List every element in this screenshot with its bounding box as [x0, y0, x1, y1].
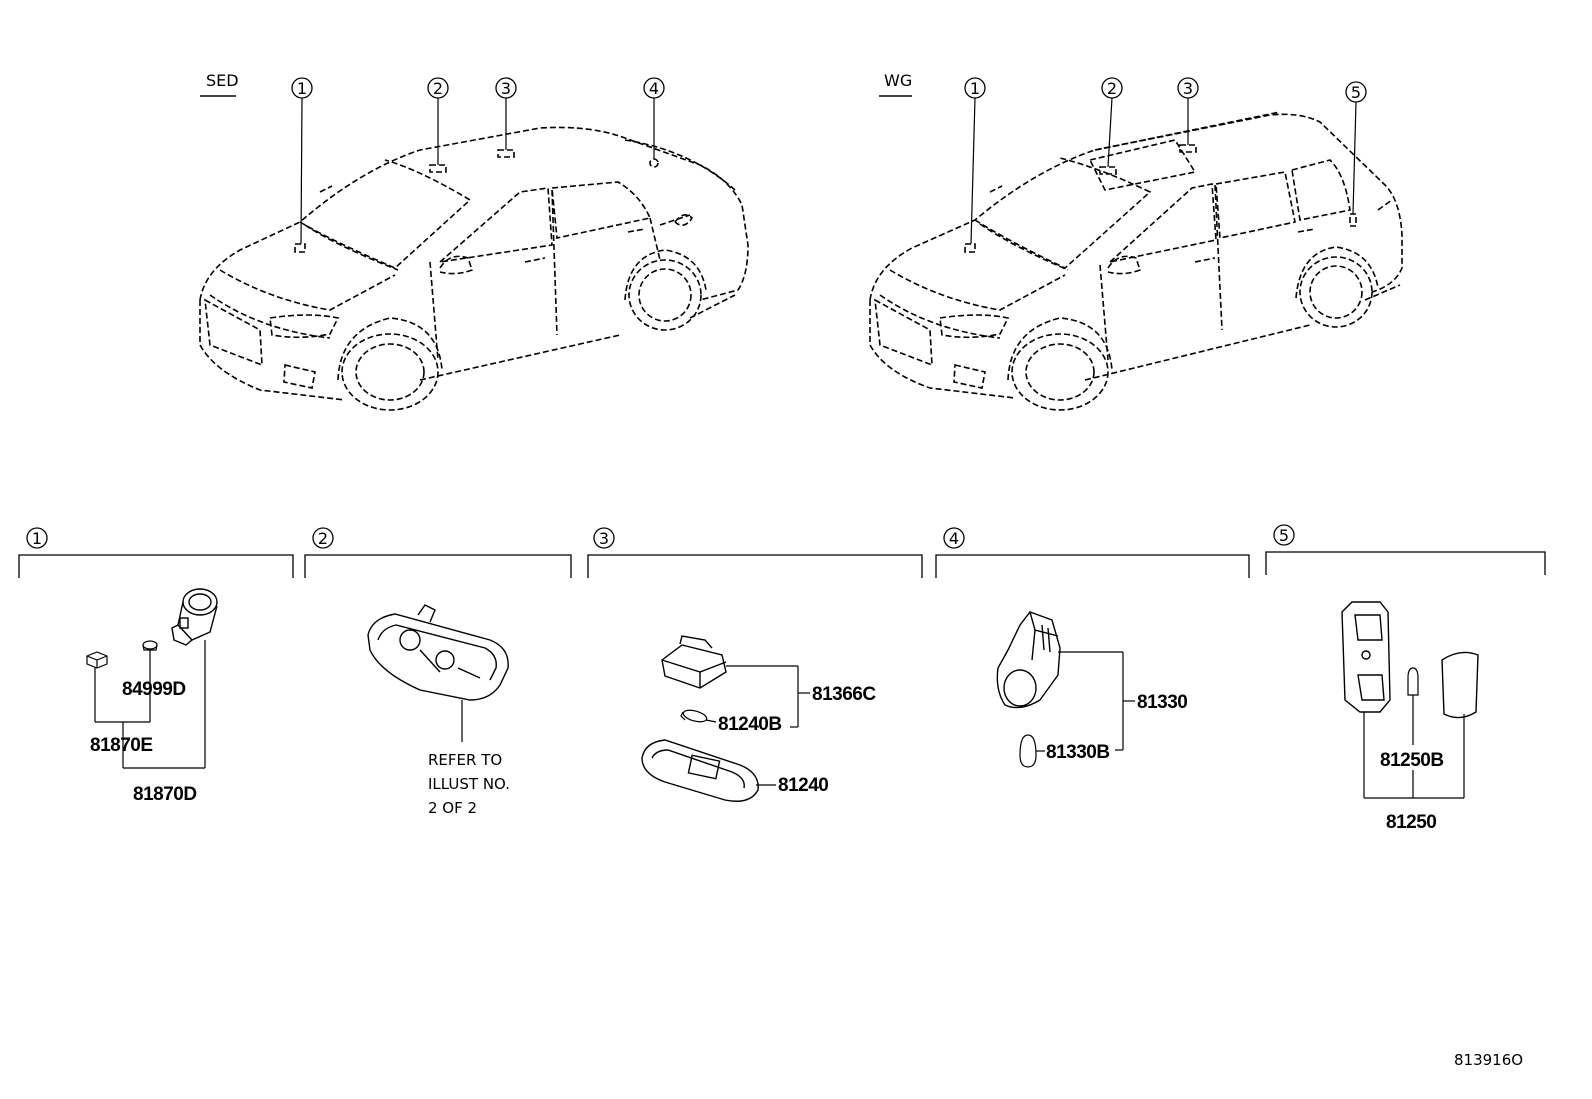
illustration-code: 813916O	[1454, 1051, 1523, 1069]
svg-text:2: 2	[433, 79, 443, 98]
lens-81240-drawing	[641, 739, 759, 802]
part-number-81250b: 81250B	[1380, 750, 1444, 771]
part-number-81240b: 81240B	[718, 714, 782, 735]
socket-part-drawing	[171, 588, 218, 646]
lamp-81330-drawing	[996, 611, 1061, 709]
svg-text:5: 5	[1351, 83, 1361, 102]
part-number-84999d: 84999D	[122, 679, 186, 700]
svg-text:1: 1	[970, 79, 980, 98]
section-4-leaders	[1036, 651, 1135, 752]
wagon-callout-1: 1	[964, 77, 986, 245]
wagon-callout-3: 3	[1177, 77, 1199, 145]
section-1: 1 84999D 81870E 818	[18, 527, 294, 805]
bulb-81330b-drawing	[1019, 734, 1037, 768]
section-5-number: 5	[1279, 526, 1289, 545]
part-number-81870e: 81870E	[90, 735, 153, 756]
section-3-bracket	[587, 554, 923, 578]
part-number-81330: 81330	[1137, 692, 1187, 713]
section-4-number-circle	[943, 527, 965, 549]
sedan-illustration	[199, 126, 749, 411]
part-number-81330b: 81330B	[1046, 742, 1110, 763]
svg-text:4: 4	[649, 79, 659, 98]
switch-81366c-drawing	[661, 635, 727, 689]
section-3: 3 81366C 81240B 81240	[587, 527, 923, 802]
svg-text:3: 3	[501, 79, 511, 98]
svg-text:2: 2	[1107, 79, 1117, 98]
sedan-callout-2: 2	[427, 77, 449, 165]
lamp-housing-drawing	[1341, 601, 1391, 713]
section-2-number: 2	[318, 529, 328, 548]
wagon-callout-5: 5	[1345, 81, 1367, 215]
svg-text:1: 1	[297, 79, 307, 98]
svg-text:3: 3	[1183, 79, 1193, 98]
sedan-callout-3: 3	[495, 77, 517, 150]
part-number-81240: 81240	[778, 775, 828, 796]
bulb-81240b-drawing	[680, 709, 708, 723]
part-number-81870d: 81870D	[133, 784, 197, 805]
wagon-illustration	[869, 111, 1403, 411]
wagon-label: WG	[884, 71, 912, 90]
section-4-bracket	[935, 554, 1250, 578]
section-1-bracket	[18, 554, 294, 578]
refer-note-line-2: ILLUST NO.	[428, 775, 510, 793]
section-1-number: 1	[32, 529, 42, 548]
section-3-number-circle	[593, 527, 615, 549]
room-lamp-assembly-drawing	[367, 604, 509, 701]
section-5-leaders	[1363, 695, 1465, 799]
section-5: 5 81250B 81250	[1265, 524, 1546, 833]
sedan-callout-4: 4	[643, 77, 665, 159]
bulb-81250b-drawing	[1407, 667, 1419, 696]
connector-81870e-drawing	[86, 651, 108, 669]
lens-cover-drawing	[1441, 651, 1479, 719]
section-2-bracket	[304, 554, 572, 578]
part-number-81366c: 81366C	[812, 684, 876, 705]
section-3-leaders	[705, 665, 810, 786]
refer-note-line-1: REFER TO	[428, 751, 502, 769]
section-1-number-circle	[26, 527, 48, 549]
section-5-number-circle	[1273, 524, 1295, 546]
section-4-number: 4	[949, 529, 959, 548]
section-2-number-circle	[312, 527, 334, 549]
section-1-leaders	[94, 640, 206, 769]
bulb-84999d-drawing	[142, 640, 158, 651]
part-number-81250: 81250	[1386, 812, 1436, 833]
refer-note-line-3: 2 OF 2	[428, 799, 477, 817]
sedan-callout-1: 1	[291, 77, 313, 245]
section-3-number: 3	[599, 529, 609, 548]
wagon-callout-2: 2	[1101, 77, 1123, 168]
sedan-label: SED	[206, 71, 239, 90]
section-5-bracket	[1265, 551, 1546, 575]
section-4: 4 81330 81330B	[935, 527, 1250, 768]
section-2: 2 REFER TO ILLUST NO. 2 OF 2	[304, 527, 572, 817]
